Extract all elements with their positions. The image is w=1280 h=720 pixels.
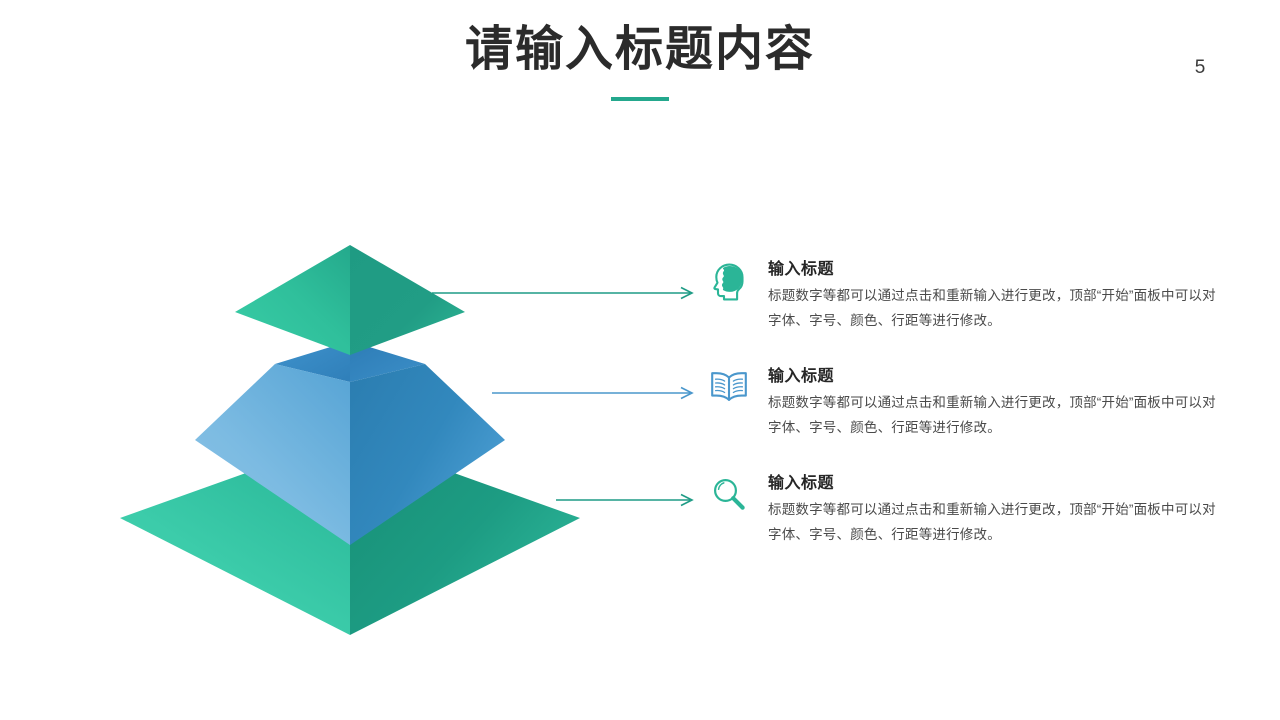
info-heading-2: 输入标题 [768,368,835,385]
title-underline-accent [611,97,669,101]
connector-arrow-1 [432,285,700,301]
page-number: 5 [1194,57,1206,78]
info-block-1: 输入标题 标题数字等都可以通过点击和重新输入进行更改，顶部“开始”面板中可以对字… [706,258,1216,334]
connector-arrow-2 [492,385,700,401]
info-heading-1: 输入标题 [768,261,835,278]
info-block-3: 输入标题 标题数字等都可以通过点击和重新输入进行更改，顶部“开始”面板中可以对字… [706,472,1216,548]
info-body-1: 标题数字等都可以通过点击和重新输入进行更改，顶部“开始”面板中可以对字体、字号、… [768,288,1216,329]
pyramid-tier-middle [195,341,505,545]
pyramid-tier-top [235,245,465,355]
info-body-3: 标题数字等都可以通过点击和重新输入进行更改，顶部“开始”面板中可以对字体、字号、… [768,502,1216,543]
pyramid-diagram [90,225,620,645]
info-body-2: 标题数字等都可以通过点击和重新输入进行更改，顶部“开始”面板中可以对字体、字号、… [768,395,1216,436]
open-book-icon [706,365,752,421]
head-brain-icon [706,258,752,314]
connector-arrow-3 [556,492,700,508]
info-heading-3: 输入标题 [768,475,835,492]
magnifier-icon [706,472,752,528]
page-title: 请输入标题内容 [464,23,815,76]
info-block-2: 输入标题 标题数字等都可以通过点击和重新输入进行更改，顶部“开始”面板中可以对字… [706,365,1216,441]
